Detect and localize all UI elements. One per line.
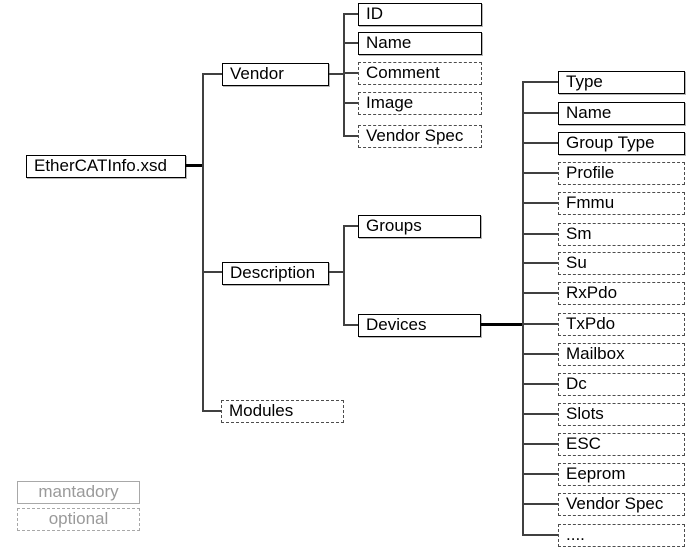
node-dc: Dc [558,373,685,396]
connector-stub-fmmu [522,202,558,204]
connector-stub-esc [522,443,558,445]
connector-stub-image [343,102,358,104]
connector-description-link [329,271,345,273]
node-more-ellipsis: .... [558,524,685,547]
connector-stub-device-name [522,112,558,114]
connector-stub-name [343,42,358,44]
connector-stub-vendor [202,73,222,75]
node-rxpdo: RxPdo [558,282,685,305]
connector-stub-devices [343,324,358,326]
node-txpdo: TxPdo [558,313,685,336]
legend-optional: optional [17,508,140,531]
connector-stub-su [522,262,558,264]
connector-vendor-trunk [343,13,345,137]
connector-stub-rxpdo [522,292,558,294]
connector-stub-txpdo [522,323,558,325]
connector-level1-trunk [202,73,204,412]
connector-stub-comment [343,72,358,74]
connector-stub-sm [522,233,558,235]
connector-stub-device-vendor-spec [522,503,558,505]
node-slots: Slots [558,403,685,426]
node-mailbox: Mailbox [558,343,685,366]
connector-stub-description [202,271,222,273]
node-group-type: Group Type [558,132,685,155]
node-eeprom: Eeprom [558,463,685,486]
node-modules: Modules [221,400,344,423]
connector-stub-eeprom [522,473,558,475]
node-esc: ESC [558,433,685,456]
node-device-vendor-spec: Vendor Spec [558,493,685,516]
connector-stub-type [522,81,558,83]
node-ethercatinfo-xsd: EtherCATInfo.xsd [26,155,186,178]
node-id: ID [358,3,482,26]
node-vendor: Vendor [222,63,329,86]
connector-stub-vendor-spec [343,135,358,137]
node-description: Description [222,262,329,285]
connector-stub-mailbox [522,353,558,355]
connector-stub-more [522,534,558,536]
node-groups: Groups [358,215,481,238]
node-fmmu: Fmmu [558,192,685,215]
connector-stub-dc [522,383,558,385]
node-device-name: Name [558,102,685,125]
connector-stub-profile [522,172,558,174]
connector-stub-groups [343,225,358,227]
node-vendor-spec: Vendor Spec [358,125,482,148]
node-vendor-name: Name [358,32,482,55]
connector-devices-trunk [522,81,524,536]
node-su: Su [558,252,685,275]
legend-mandatory: mantadory [17,481,140,504]
connector-devices-link [481,323,524,326]
node-profile: Profile [558,162,685,185]
connector-description-trunk [343,225,345,326]
node-type: Type [558,71,685,94]
node-sm: Sm [558,223,685,246]
node-comment: Comment [358,62,482,85]
connector-stub-group-type [522,142,558,144]
connector-stub-modules [202,410,222,412]
connector-vendor-link [329,73,345,75]
connector-root-link [186,164,204,167]
node-image: Image [358,92,482,115]
node-devices: Devices [358,314,481,337]
connector-stub-id [343,13,358,15]
connector-stub-slots [522,413,558,415]
